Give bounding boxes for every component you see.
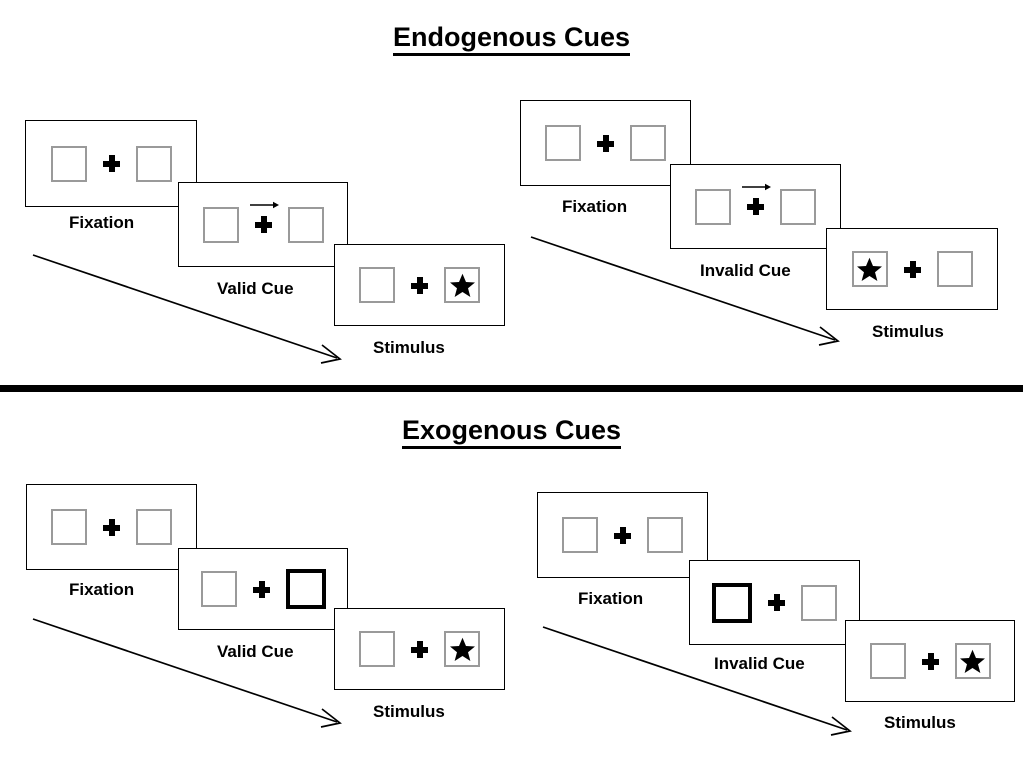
caption-exogenous-invalid-fixation: Fixation — [578, 589, 644, 608]
center-cue-area — [768, 594, 785, 611]
left-placeholder-box — [562, 517, 598, 553]
caption-endogenous-valid-cue: Valid Cue — [217, 279, 294, 298]
right-placeholder-box — [780, 188, 816, 225]
panel-endogenous-invalid-stimulus[interactable] — [826, 228, 998, 310]
star-icon — [449, 637, 475, 661]
left-placeholder-box — [200, 571, 237, 607]
left-placeholder-box — [50, 145, 87, 182]
panel-exogenous-valid-cue[interactable] — [178, 548, 348, 630]
section-divider — [0, 385, 1023, 392]
panel-exogenous-valid-stimulus[interactable] — [334, 608, 505, 690]
caption-endogenous-valid-stimulus: Stimulus — [373, 338, 445, 357]
caption-exogenous-invalid-stimulus: Stimulus — [884, 713, 956, 732]
panel-content — [851, 251, 973, 287]
plus-icon — [252, 580, 270, 598]
right-target-box — [444, 631, 480, 667]
center-cue-area — [903, 260, 921, 278]
plus-icon — [103, 518, 120, 536]
right-target-box — [444, 267, 480, 303]
plus-icon — [597, 134, 614, 152]
left-placeholder-box — [359, 631, 395, 667]
panel-endogenous-valid-stimulus[interactable] — [334, 244, 505, 326]
arrow-right-icon — [742, 183, 771, 191]
right-placeholder-box — [136, 509, 172, 545]
section-title-exogenous-text: Exogenous Cues — [401, 415, 622, 449]
panel-content — [359, 267, 480, 303]
panel-content — [545, 125, 666, 161]
time-arrow-icon — [32, 618, 342, 728]
center-cue-area — [411, 276, 428, 294]
panel-endogenous-invalid-cue[interactable] — [670, 164, 841, 249]
left-placeholder-box — [51, 509, 87, 545]
section-title-endogenous: Endogenous Cues — [0, 22, 1023, 56]
left-cued-box — [712, 582, 752, 623]
center-cue-area — [921, 652, 939, 670]
right-placeholder-box — [647, 517, 683, 553]
panel-endogenous-valid-fixation[interactable] — [25, 120, 197, 207]
right-placeholder-box — [287, 206, 324, 243]
right-placeholder-box — [135, 145, 172, 182]
caption-endogenous-valid-fixation: Fixation — [69, 213, 135, 232]
center-cue-area — [614, 526, 631, 544]
panel-exogenous-invalid-fixation[interactable] — [537, 492, 708, 578]
panel-content — [712, 582, 837, 623]
section-title-endogenous-text: Endogenous Cues — [392, 22, 630, 56]
center-cue-area — [597, 134, 614, 152]
panel-content — [869, 643, 991, 679]
right-placeholder-box — [936, 251, 973, 287]
plus-icon — [102, 155, 120, 172]
section-title-exogenous: Exogenous Cues — [0, 415, 1023, 449]
left-placeholder-box — [202, 206, 239, 243]
plus-icon — [411, 640, 428, 658]
panel-content — [562, 517, 683, 553]
right-placeholder-box — [801, 584, 837, 621]
left-target-box — [851, 251, 888, 287]
caption-exogenous-valid-stimulus: Stimulus — [373, 702, 445, 721]
arrow-right-icon — [249, 201, 279, 209]
center-cue-area — [411, 640, 428, 658]
star-icon — [960, 649, 985, 673]
caption-exogenous-valid-cue: Valid Cue — [217, 642, 294, 661]
panel-exogenous-invalid-stimulus[interactable] — [845, 620, 1015, 702]
panel-content — [359, 631, 480, 667]
panel-content — [695, 183, 816, 225]
panel-endogenous-valid-cue[interactable] — [178, 182, 348, 267]
panel-content — [50, 145, 172, 182]
caption-exogenous-invalid-cue: Invalid Cue — [714, 654, 805, 673]
star-icon — [857, 257, 882, 281]
left-placeholder-box — [695, 188, 731, 225]
left-placeholder-box — [869, 643, 906, 679]
plus-icon — [921, 652, 939, 670]
plus-icon — [411, 276, 428, 294]
right-cued-box — [285, 569, 326, 609]
center-cue-area — [102, 155, 120, 172]
panel-content — [51, 509, 172, 545]
caption-endogenous-invalid-cue: Invalid Cue — [700, 261, 791, 280]
center-cue-area — [103, 518, 120, 536]
caption-exogenous-valid-fixation: Fixation — [69, 580, 135, 599]
panel-content — [202, 201, 324, 243]
center-cue-area — [742, 183, 771, 215]
plus-icon — [254, 216, 272, 233]
plus-icon — [903, 260, 921, 278]
caption-endogenous-invalid-fixation: Fixation — [562, 197, 628, 216]
star-icon — [449, 273, 475, 297]
plus-icon — [747, 198, 764, 215]
caption-endogenous-invalid-stimulus: Stimulus — [872, 322, 944, 341]
plus-icon — [614, 526, 631, 544]
right-target-box — [954, 643, 991, 679]
time-arrow-icon — [530, 236, 840, 346]
left-placeholder-box — [359, 267, 395, 303]
panel-exogenous-valid-fixation[interactable] — [26, 484, 197, 570]
center-cue-area — [249, 201, 279, 233]
panel-exogenous-invalid-cue[interactable] — [689, 560, 860, 645]
plus-icon — [768, 594, 785, 611]
time-arrow-icon — [32, 254, 342, 364]
panel-endogenous-invalid-fixation[interactable] — [520, 100, 691, 186]
center-cue-area — [252, 580, 270, 598]
left-placeholder-box — [545, 125, 581, 161]
right-placeholder-box — [630, 125, 666, 161]
panel-content — [200, 569, 326, 609]
